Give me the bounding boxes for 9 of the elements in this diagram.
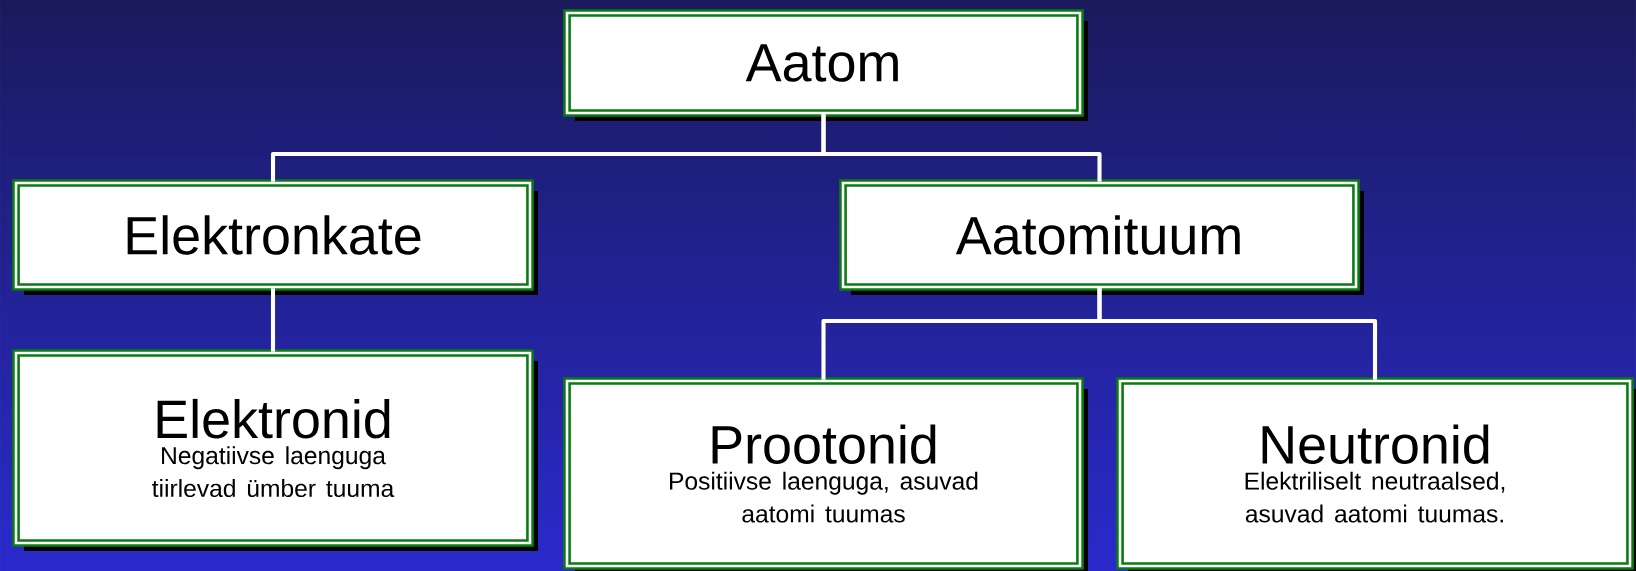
box: Elektronkate: [12, 179, 538, 295]
box: Prootonid Positiivse laenguga, asuvad aatomi tuumas: [563, 377, 1088, 571]
box: Aatom: [563, 9, 1088, 121]
box: Neutronid Elektriliselt neutraalsed, asuvad aatomi tuumas.: [1116, 377, 1636, 571]
box: Aatomituum: [839, 179, 1364, 295]
connector-line: [270, 288, 276, 352]
box: Elektronid Negatiivse laenguga tiirlevad ümber tuuma: [12, 349, 538, 551]
connector-line: [821, 114, 1102, 182]
connector-line: [1097, 288, 1378, 380]
